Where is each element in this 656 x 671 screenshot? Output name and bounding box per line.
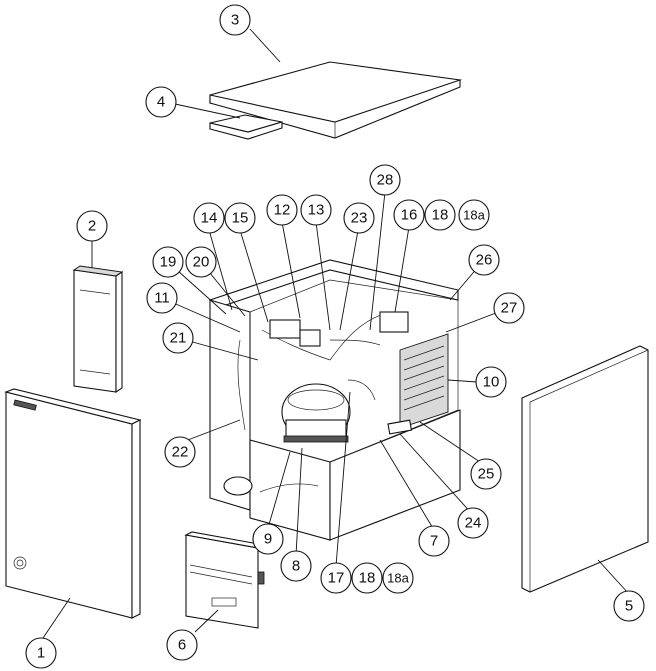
callout-4-label: 4	[157, 94, 165, 111]
callout-3-label: 3	[231, 12, 239, 29]
callout-24: 24	[457, 507, 489, 539]
callout-11-label: 11	[154, 290, 170, 307]
callout-1-label: 1	[37, 645, 45, 662]
callout-8: 8	[280, 550, 312, 582]
callout-13-label: 13	[308, 202, 325, 219]
callout-21-label: 21	[170, 330, 187, 347]
callout-26-label: 26	[476, 252, 493, 269]
lower-front-panel	[184, 531, 266, 629]
callout-15-label: 15	[232, 210, 249, 227]
callout-3: 3	[219, 4, 251, 36]
callout-10: 10	[475, 366, 507, 398]
callout-14: 14	[193, 202, 225, 234]
callout-7: 7	[418, 525, 450, 557]
callout-18-lower: 18	[351, 562, 383, 594]
callout-18a-upper: 18a	[458, 199, 490, 231]
callout-1: 1	[25, 637, 57, 669]
callout-16-label: 16	[401, 207, 418, 224]
callout-18a-lower-label: 18a	[387, 571, 409, 586]
callout-9: 9	[252, 523, 284, 555]
callout-6-label: 6	[178, 637, 186, 654]
callout-12-label: 12	[274, 202, 291, 219]
callout-25: 25	[470, 458, 502, 490]
callout-18-upper-label: 18	[432, 207, 449, 224]
callout-8-label: 8	[292, 558, 300, 575]
callout-27-label: 27	[501, 300, 518, 317]
callout-19: 19	[152, 246, 184, 278]
callout-17: 17	[320, 562, 352, 594]
callout-22: 22	[164, 436, 196, 468]
callout-5: 5	[613, 590, 645, 622]
top-panel-insert	[209, 114, 283, 140]
callout-28-label: 28	[377, 172, 394, 189]
callout-22-label: 22	[172, 444, 189, 461]
callout-16: 16	[393, 199, 425, 231]
cabinet-body	[208, 259, 461, 541]
callout-18a-lower: 18a	[382, 562, 414, 594]
callout-6: 6	[166, 629, 198, 661]
callout-23-label: 23	[351, 210, 368, 227]
callout-18-upper: 18	[424, 199, 456, 231]
callout-27: 27	[493, 292, 525, 324]
callout-9-label: 9	[264, 531, 272, 548]
callout-2: 2	[76, 210, 108, 242]
callout-20: 20	[185, 246, 217, 278]
right-side-panel	[521, 345, 649, 593]
callout-23: 23	[343, 202, 375, 234]
callout-14-label: 14	[201, 210, 218, 227]
compressor	[281, 383, 351, 443]
callout-28: 28	[369, 164, 401, 196]
callout-21: 21	[162, 322, 194, 354]
callout-10-label: 10	[483, 374, 500, 391]
callout-26: 26	[468, 244, 500, 276]
front-door-panel	[4, 388, 142, 619]
callout-15: 15	[224, 202, 256, 234]
callout-19-label: 19	[160, 254, 177, 271]
callouts: 1 2 3 4 5 6 7 8 9 10 11 12 13 14 15 16 1…	[25, 4, 645, 669]
callout-4: 4	[145, 86, 177, 118]
callout-11: 11	[146, 282, 178, 314]
callout-2-label: 2	[88, 218, 96, 235]
callout-13: 13	[300, 194, 332, 226]
callout-25-label: 25	[478, 466, 495, 483]
rear-upper-panel	[72, 265, 124, 394]
callout-18a-upper-label: 18a	[463, 208, 485, 223]
callout-17-label: 17	[328, 570, 345, 587]
callout-20-label: 20	[193, 254, 210, 271]
top-panel	[209, 61, 463, 139]
callout-24-label: 24	[465, 515, 482, 532]
callout-7-label: 7	[430, 533, 438, 550]
callout-18-lower-label: 18	[359, 570, 376, 587]
callout-12: 12	[266, 194, 298, 226]
condenser-grille	[399, 333, 449, 429]
callout-5-label: 5	[625, 598, 633, 615]
